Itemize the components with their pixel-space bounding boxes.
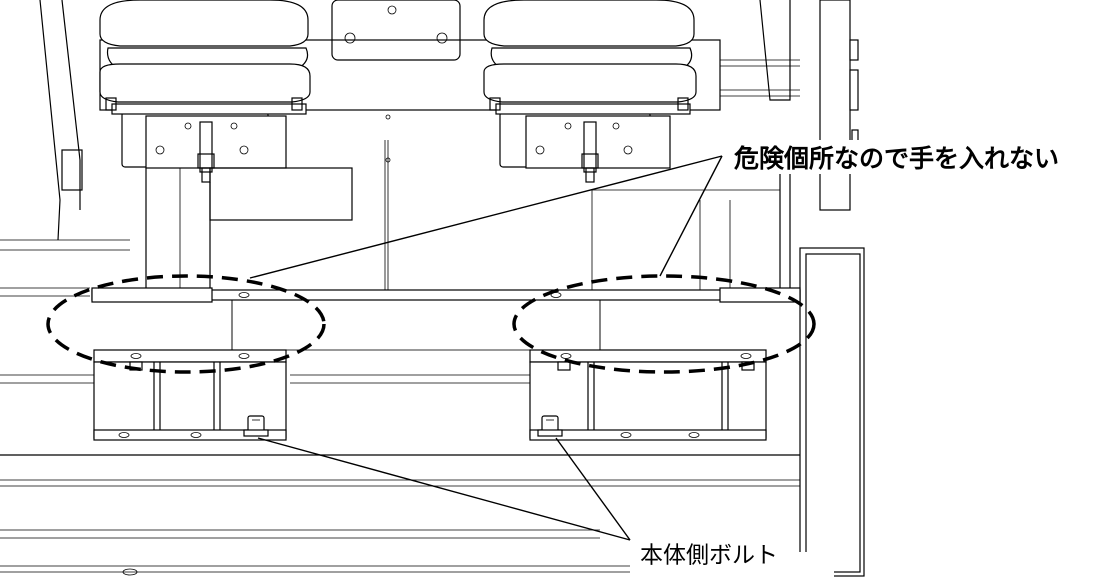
body-side-bolts xyxy=(243,415,563,437)
upper-support-plate xyxy=(91,287,801,303)
bolt-left xyxy=(243,415,269,437)
bolt-label-bg xyxy=(634,552,834,581)
danger-leader-right xyxy=(659,155,723,277)
body-bolt-label: 本体側ボルト xyxy=(640,543,778,569)
bracket-lower-left xyxy=(93,349,287,441)
danger-zone-left xyxy=(46,274,326,374)
bolt-leader-left xyxy=(257,437,631,541)
danger-zone-right xyxy=(512,274,816,374)
frame-structure xyxy=(0,0,800,576)
bracket-lower-right xyxy=(529,349,767,441)
air-bellows-left xyxy=(99,0,353,290)
danger-zones xyxy=(46,274,816,374)
leader-lines xyxy=(249,155,723,541)
danger-note-label: 危険個所なので手を入れない xyxy=(734,144,1059,173)
danger-label-bg xyxy=(728,140,1104,174)
air-bellows-right xyxy=(483,0,697,183)
danger-leader-left xyxy=(249,155,723,279)
bolt-leader-right xyxy=(555,437,631,541)
bolt-right xyxy=(537,415,563,437)
top-center-plate xyxy=(331,0,461,163)
